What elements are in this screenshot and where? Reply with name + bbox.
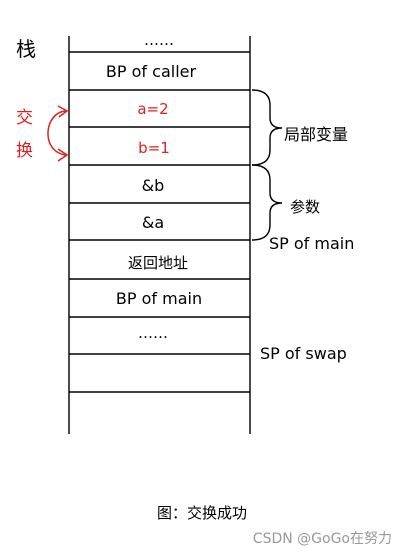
swap-arrow-icon	[47, 105, 69, 162]
swap-arrowhead-bottom	[57, 148, 69, 162]
local-vars-brace-icon	[251, 89, 283, 166]
swap-arrowhead-top	[57, 105, 69, 118]
swap-label-char-2: 换	[16, 141, 33, 161]
local-vars-label: 局部变量	[284, 125, 348, 144]
cell-return-address: 返回地址	[128, 254, 188, 272]
cell-ellipsis-bottom: ……	[138, 324, 168, 342]
stack-frame	[68, 36, 251, 434]
csdn-watermark: CSDN @GoGo在努力	[253, 531, 392, 547]
stack-label: 栈	[16, 37, 36, 61]
cell-ellipsis-top: ……	[144, 31, 174, 49]
cell-address-of-a: &a	[142, 213, 164, 232]
params-label: 参数	[290, 198, 320, 216]
params-brace-icon	[251, 164, 283, 241]
sp-of-main-label: SP of main	[269, 234, 354, 253]
cell-b-value: b=1	[138, 139, 170, 157]
cell-bp-of-main: BP of main	[116, 289, 202, 308]
cell-bp-of-caller: BP of caller	[106, 62, 197, 81]
swap-arc	[47, 110, 67, 156]
sp-of-swap-label: SP of swap	[260, 344, 347, 363]
figure-caption: 图：交换成功	[157, 504, 247, 522]
swap-label-char-1: 交	[16, 108, 33, 128]
cell-address-of-b: &b	[142, 176, 165, 195]
cell-a-value: a=2	[137, 100, 168, 118]
